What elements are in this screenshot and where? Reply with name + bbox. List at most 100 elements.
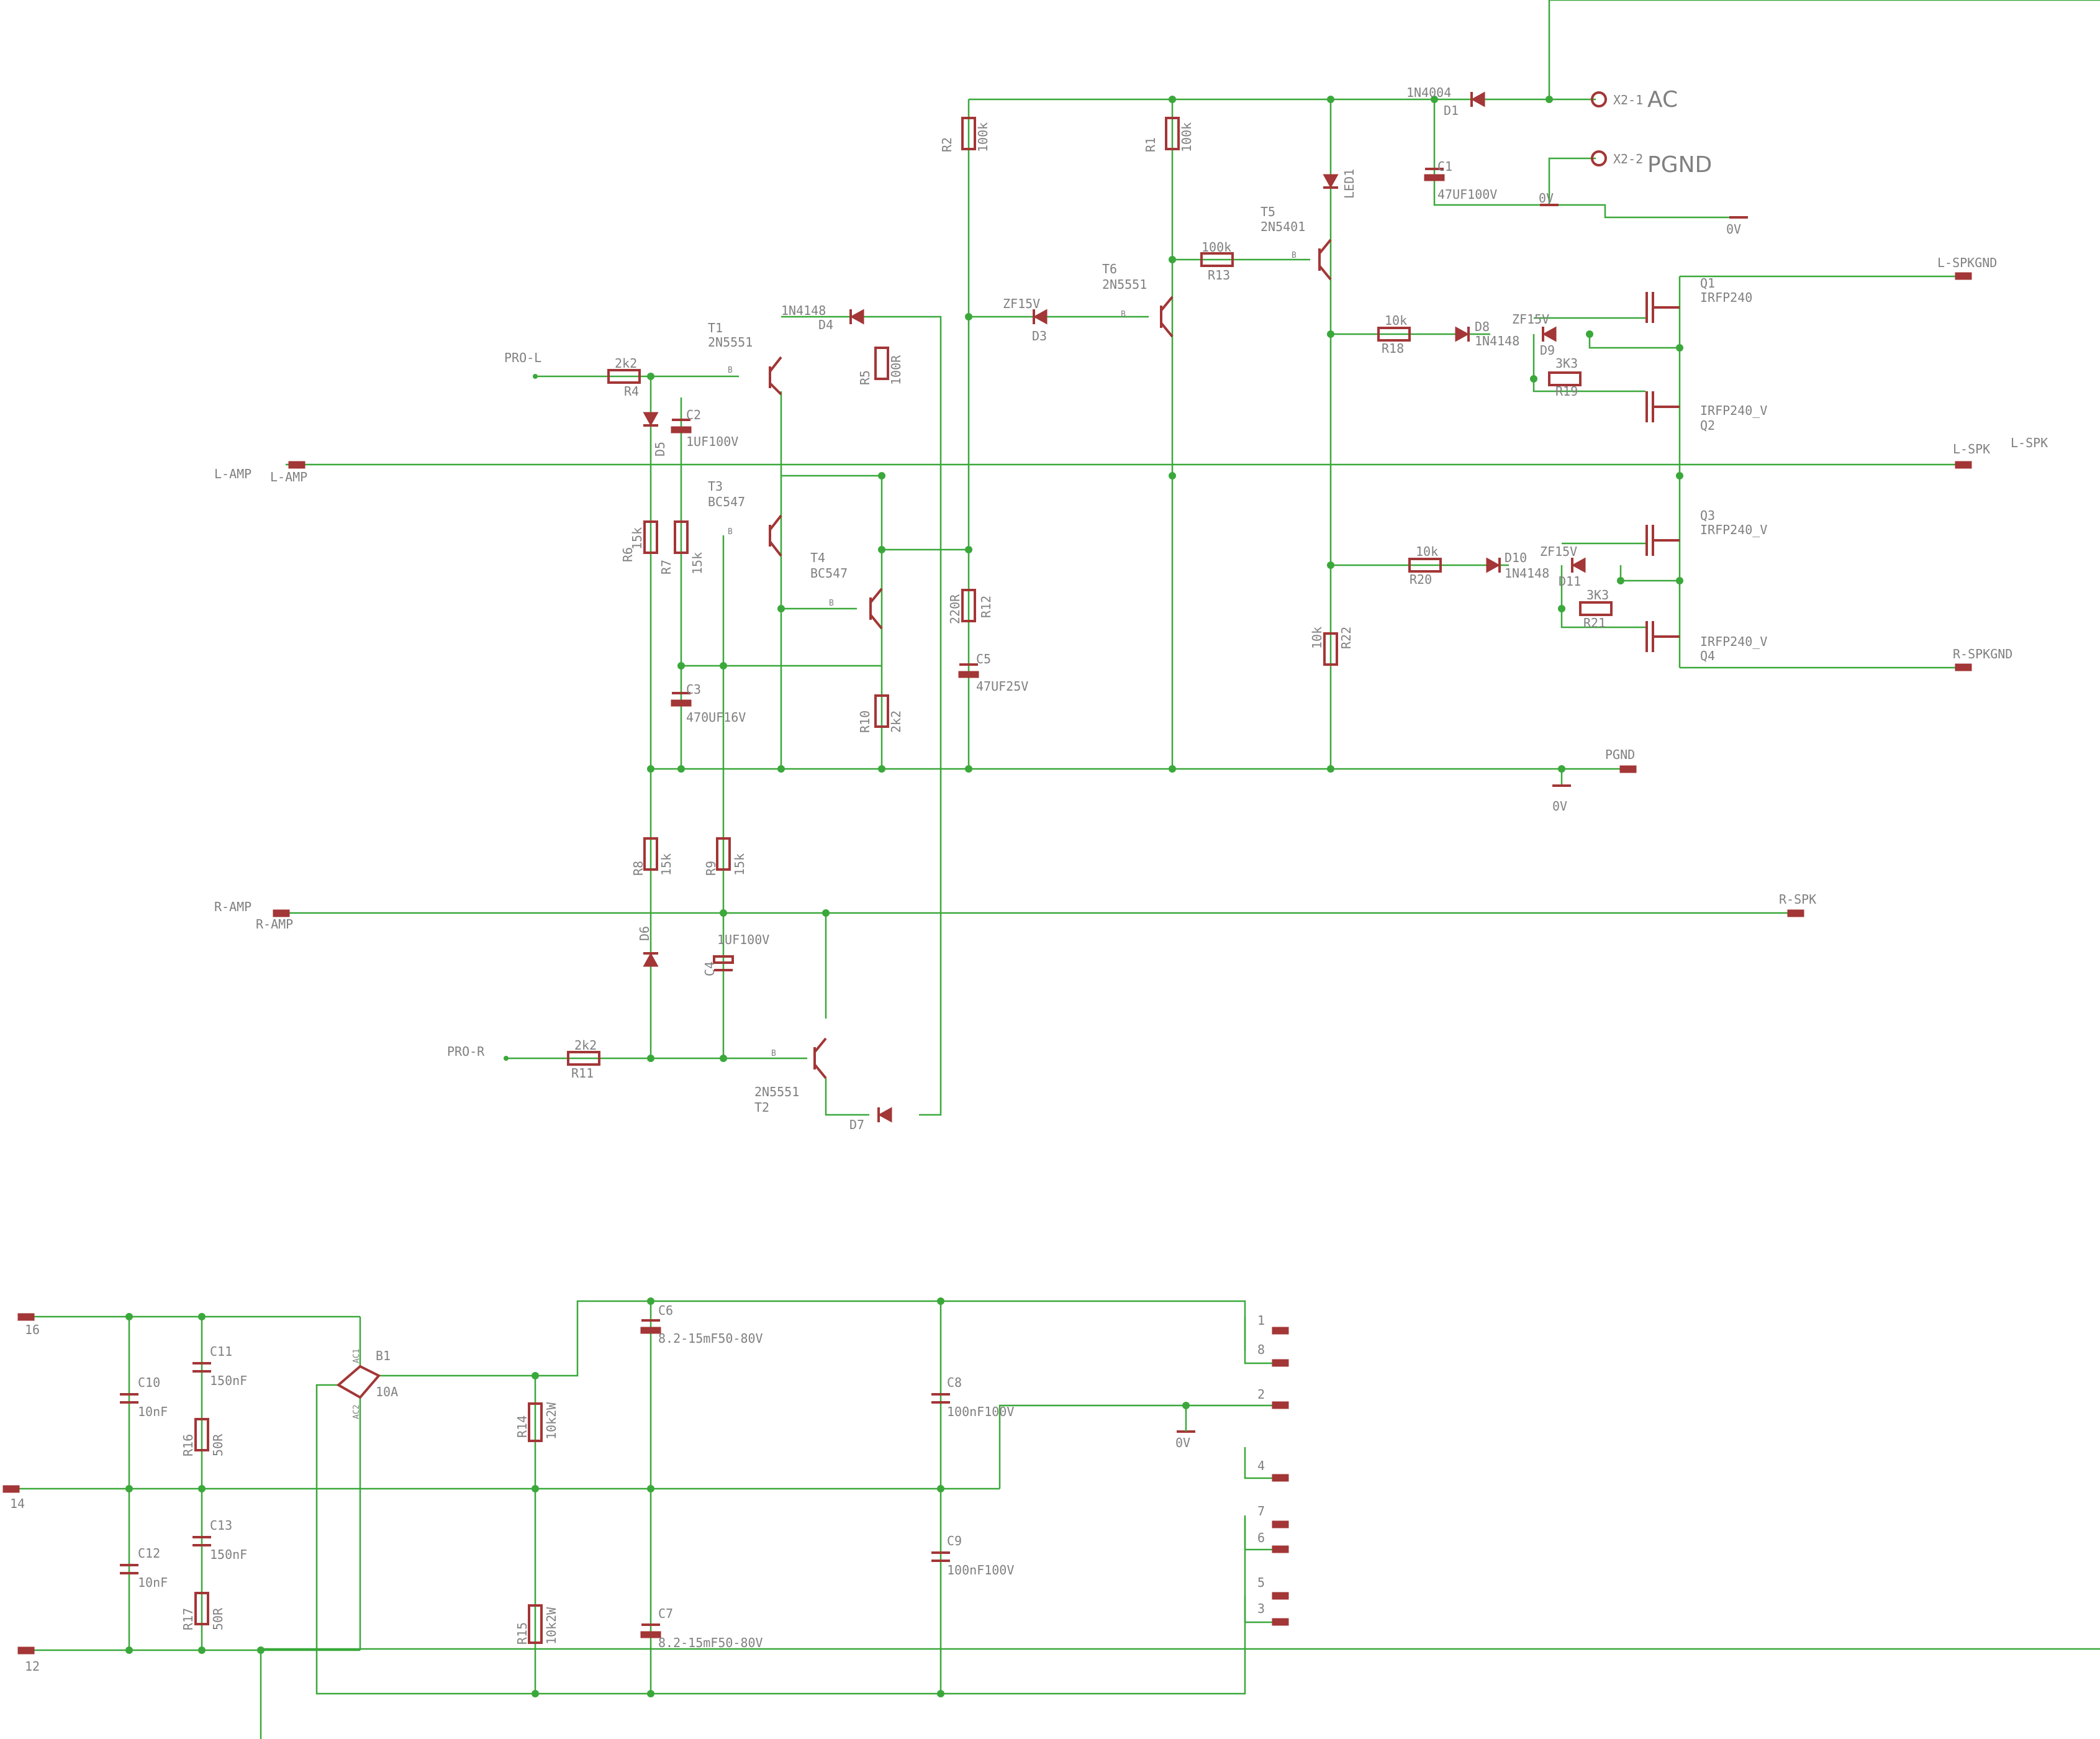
r13-name: R13 [1208, 268, 1230, 283]
r11-body [567, 1051, 600, 1066]
bridge-name: B1 [376, 1348, 391, 1363]
d7-name: D7 [849, 1117, 864, 1132]
c2-value: 1UF100V [686, 434, 738, 449]
q2-name: Q2 [1700, 418, 1715, 433]
gnd-label-4: 0V [1175, 1435, 1190, 1450]
r22-name: R22 [1339, 627, 1354, 649]
r7-value: 15k [690, 552, 705, 574]
connector-pin-4: 4 [1257, 1458, 1265, 1473]
t2-type: 2N5551 [754, 1084, 799, 1099]
x2-1-label: X2-1 [1613, 93, 1643, 107]
t5-pin-b: B [1292, 251, 1297, 260]
l-spk-label-2: L-SPK [2011, 435, 2048, 450]
q3-type: IRFP240_V [1700, 522, 1767, 537]
connector-block [1244, 1317, 1289, 1626]
c4-name: C4 [702, 961, 717, 976]
r1-name: R1 [1143, 137, 1158, 152]
c5-value: 47UF25V [976, 679, 1028, 694]
d10-type: 1N4148 [1505, 566, 1549, 581]
ground-symbols [1177, 204, 1748, 1433]
r4-body [607, 369, 641, 384]
connector-pin-6: 6 [1257, 1530, 1265, 1545]
r16-body [194, 1418, 209, 1451]
gnd-label-2: 0V [1726, 222, 1741, 237]
q1-type: IRFP240 [1700, 290, 1752, 305]
r6-value: 15k [630, 527, 645, 550]
c12-name: C12 [138, 1546, 160, 1561]
r14-value: 10k2W [544, 1402, 559, 1440]
t4-type: BC547 [810, 566, 848, 581]
r9-name: R9 [704, 861, 718, 876]
r21-name: R21 [1583, 615, 1606, 630]
gnd-label-3: 0V [1552, 799, 1567, 814]
d11-name: D11 [1559, 574, 1581, 589]
r10-value: 2k2 [889, 711, 903, 733]
c11-name: C11 [210, 1344, 232, 1359]
x2-2-terminal [1591, 150, 1607, 166]
r5-body [874, 347, 889, 380]
connector-pin-7: 7 [1257, 1504, 1265, 1519]
c7-value: 8.2-15mF50-80V [658, 1635, 763, 1650]
mosfets [1645, 292, 1680, 652]
r-amp-label: R-AMP [214, 899, 251, 914]
c1-value: 47UF100V [1437, 187, 1497, 202]
c2-name: C2 [686, 407, 701, 422]
labels: PRO-L PRO-R L-AMP L-AMP R-AMP R-AMP L-SP… [10, 85, 2048, 1674]
c9-name: C9 [947, 1533, 962, 1548]
resistors [194, 117, 1613, 1644]
t1-pin-b: B [728, 366, 733, 375]
d1-name: D1 [1444, 103, 1459, 118]
r13-body [1200, 252, 1234, 267]
d8-name: D8 [1475, 319, 1490, 334]
r8-value: 15k [659, 853, 674, 876]
connector-pin-3: 3 [1257, 1601, 1265, 1616]
l-amp-label: L-AMP [214, 466, 251, 481]
d5-name: D5 [653, 442, 668, 456]
r7-body [674, 520, 689, 554]
r2-name: R2 [939, 137, 954, 152]
r5-value: 100R [889, 355, 903, 385]
r22-body [1323, 632, 1338, 666]
pgnd-big-label: PGND [1647, 152, 1712, 178]
r2-value: 100k [975, 122, 990, 152]
connector-pin-1: 1 [1257, 1313, 1265, 1328]
t3-pin-b: B [728, 527, 733, 537]
r10-name: R10 [858, 711, 872, 733]
r10-body [874, 694, 889, 728]
l-amp-label-2: L-AMP [270, 470, 307, 484]
r22-value: 10k [1310, 627, 1324, 649]
q1-symbol [1645, 292, 1680, 323]
c10-name: C10 [138, 1375, 160, 1390]
bridge-rating: 10A [376, 1384, 398, 1399]
bridge-rectifier [336, 1364, 381, 1399]
r16-name: R16 [181, 1434, 196, 1456]
c12-value: 10nF [138, 1575, 168, 1590]
r6-body [643, 520, 658, 554]
pro-r-label: PRO-R [447, 1044, 485, 1059]
r4-name: R4 [624, 384, 639, 399]
port-pads [2, 91, 1972, 1655]
r15-body [528, 1604, 543, 1644]
q4-symbol [1645, 621, 1680, 652]
r17-name: R17 [181, 1608, 196, 1630]
r17-value: 50R [210, 1607, 225, 1630]
q4-type: IRFP240_V [1700, 634, 1767, 649]
d3-type: ZF15V [1003, 296, 1040, 311]
q4-name: Q4 [1700, 648, 1715, 663]
c13-value: 150nF [210, 1547, 247, 1562]
c4-value: 1UF100V [717, 932, 769, 947]
t6-name: T6 [1102, 261, 1117, 276]
r5-name: R5 [858, 370, 872, 385]
r9-value: 15k [732, 853, 747, 876]
r19-value: 3K3 [1555, 356, 1578, 371]
c3-value: 470UF16V [686, 710, 746, 725]
d3-name: D3 [1032, 329, 1047, 343]
d4-type: 1N4148 [781, 303, 826, 318]
q3-name: Q3 [1700, 508, 1715, 523]
x2-2-label: X2-2 [1613, 152, 1643, 166]
d9-name: D9 [1540, 343, 1555, 358]
t4-pin-b: B [829, 599, 834, 608]
c6-value: 8.2-15mF50-80V [658, 1331, 763, 1346]
c6-name: C6 [658, 1303, 673, 1318]
